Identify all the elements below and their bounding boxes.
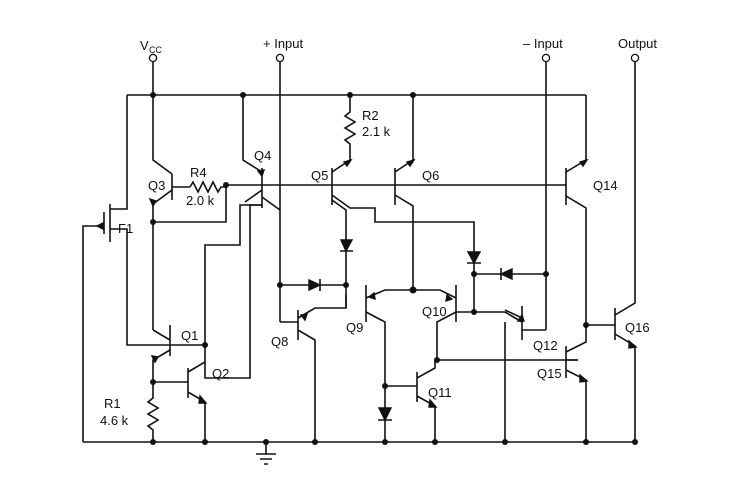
q12-transistor: [504, 306, 546, 340]
q5-diode-wire: [331, 199, 347, 240]
input-diode: [308, 278, 346, 292]
q2-collector-wire: [204, 204, 262, 379]
ground-node-9: [632, 439, 638, 445]
q4-transistor: [244, 168, 281, 211]
ground-node-3: [263, 439, 269, 445]
ground-node-4: [312, 439, 318, 445]
q5-label: Q5: [311, 168, 328, 183]
q12-diode-node: [471, 271, 477, 277]
r1-value-label: 4.6 k: [100, 413, 129, 428]
q6-transistor: [394, 95, 416, 290]
ground-node-7: [502, 439, 508, 445]
ground-icon: [256, 442, 276, 465]
q10-label: Q10: [422, 304, 447, 319]
r4-return-wire: [153, 185, 227, 223]
ground-node-8: [583, 439, 589, 445]
q11-diode: [377, 407, 393, 442]
q15-label: Q15: [537, 366, 562, 381]
q2-label: Q2: [212, 366, 229, 381]
f1-supply-wire: [110, 95, 128, 210]
output-label: Output: [618, 36, 657, 51]
q3-transistor: [148, 95, 190, 222]
r4-resistor: [189, 180, 226, 194]
r1-resistor: [146, 382, 160, 442]
ground-node-1: [150, 439, 156, 445]
r4-value-label: 2.0 k: [186, 193, 215, 208]
q10-emitter-node: [434, 357, 440, 363]
q2-transistor: [187, 345, 208, 442]
plus-input-terminal[interactable]: [275, 53, 285, 63]
f1-feedback-wire: [82, 225, 97, 442]
r4-name-label: R4: [190, 165, 207, 180]
q5-diode: [339, 239, 354, 285]
vcc-node-1: [150, 92, 156, 98]
q9-transistor: [365, 285, 413, 386]
q11-transistor: [385, 360, 438, 442]
q12-label: Q12: [533, 338, 558, 353]
q6-label: Q6: [422, 168, 439, 183]
q4-supply-wire: [242, 95, 263, 173]
vcc-label: V: [140, 38, 149, 53]
output-terminal[interactable]: [630, 53, 640, 63]
minus-input-label: – Input: [523, 36, 563, 51]
ground-node-5: [382, 439, 388, 445]
minus-input-diode: [474, 267, 546, 281]
r2-name-label: R2: [362, 108, 379, 123]
q10-transistor: [413, 285, 457, 360]
q8-label: Q8: [271, 334, 288, 349]
q4-label: Q4: [254, 148, 271, 163]
q11-label: Q11: [428, 385, 452, 400]
q15-transistor: [565, 325, 589, 442]
q5-transistor: [331, 158, 475, 252]
r2-value-label: 2.1 k: [362, 124, 391, 139]
q3-label: Q3: [148, 178, 165, 193]
q8-transistor: [280, 295, 347, 442]
ground-node-6: [432, 439, 438, 445]
q9-label: Q9: [346, 320, 363, 335]
q16-transistor: [586, 62, 638, 442]
vcc-subscript: CC: [149, 45, 162, 55]
q16-label: Q16: [625, 320, 650, 335]
q1-label: Q1: [181, 328, 198, 343]
q1-base-wire: [170, 204, 262, 346]
f1-jfet: [95, 204, 170, 346]
q1-transistor: [150, 325, 171, 382]
f1-label: F1: [118, 221, 133, 236]
plus-input-label: + Input: [263, 36, 304, 51]
vcc-terminal[interactable]: [148, 53, 158, 63]
q12-diode: [466, 251, 482, 312]
q14-label: Q14: [593, 178, 618, 193]
ground-node-2: [202, 439, 208, 445]
minus-input-terminal[interactable]: [541, 53, 551, 63]
r2-resistor: [343, 95, 357, 160]
vcc-node-2: [240, 92, 246, 98]
q14-transistor: [565, 95, 589, 325]
r1-name-label: R1: [104, 396, 121, 411]
